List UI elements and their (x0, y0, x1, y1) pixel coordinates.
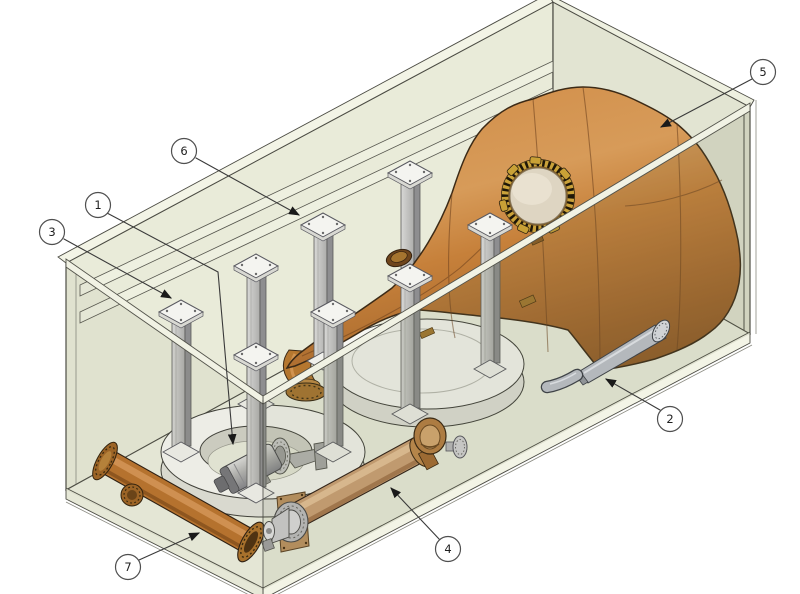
copper-vessel (285, 86, 742, 371)
pump-and-transfer-pipe (261, 417, 468, 553)
callout-3: 3 (38, 218, 172, 299)
vessel-top-port (385, 248, 413, 268)
wall-mounted-rails (79, 60, 554, 324)
callout-2: 2 (605, 378, 684, 433)
callout-label: 2 (666, 412, 673, 426)
callouts: 1 2 3 4 5 6 7 (38, 58, 777, 581)
callout-6: 6 (170, 137, 300, 216)
callout-7: 7 (114, 532, 201, 581)
callout-4: 4 (390, 487, 462, 563)
vessel-manway (498, 156, 575, 234)
copper-pipe-long (92, 441, 265, 563)
callout-5: 5 (660, 58, 777, 128)
steel-dip-pipe (540, 319, 671, 394)
callout-label: 7 (124, 560, 131, 574)
callout-1: 1 (84, 191, 237, 446)
callout-label: 3 (48, 225, 55, 239)
support-column-left-outer (157, 299, 205, 463)
support-column-back-right (386, 160, 434, 269)
right-circular-base (329, 318, 525, 428)
callout-label: 6 (180, 144, 187, 158)
callout-label: 4 (444, 542, 451, 556)
callout-label: 1 (94, 198, 101, 212)
callout-label: 5 (759, 65, 766, 79)
